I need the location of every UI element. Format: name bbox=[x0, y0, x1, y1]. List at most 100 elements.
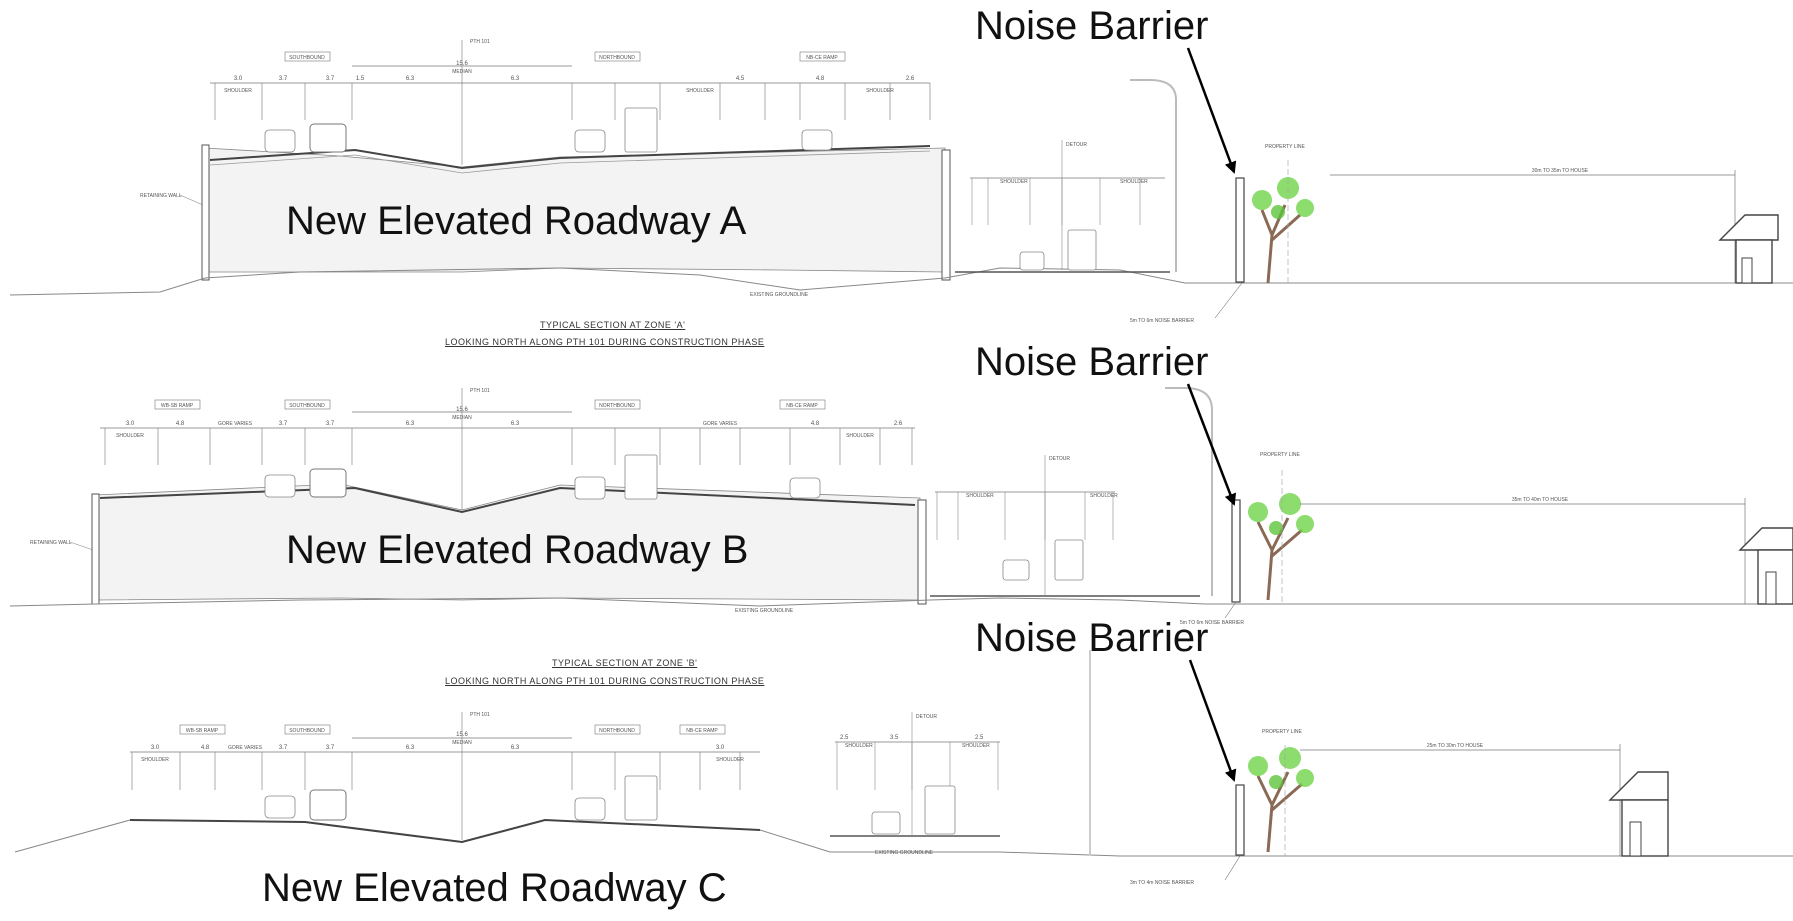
wb-sb-ramp-label-b: WB-SB RAMP bbox=[161, 403, 194, 409]
width-3-7-c: 3.7 bbox=[279, 745, 288, 751]
detour-shoulder-b: SHOULDER bbox=[966, 493, 994, 499]
noise-barrier-arrow-a bbox=[1186, 47, 1237, 174]
width-2-5-c: 2.5 bbox=[840, 735, 849, 741]
section-b-title: TYPICAL SECTION AT ZONE 'B' bbox=[552, 658, 698, 668]
car-icon bbox=[309, 789, 347, 821]
house-icon bbox=[1738, 527, 1793, 605]
retaining-wall-leader-a bbox=[179, 194, 204, 206]
northbound-box-c bbox=[594, 724, 641, 735]
lane-ticks-b bbox=[104, 428, 913, 465]
northbound-label-a: NORTHBOUND bbox=[599, 55, 635, 61]
roadway-label-b: New Elevated Roadway B bbox=[286, 528, 749, 572]
lane-ticks-a bbox=[214, 83, 931, 120]
car-icon bbox=[789, 477, 821, 499]
car-icon bbox=[801, 129, 833, 151]
shoulder-label-a2: SHOULDER bbox=[686, 88, 714, 94]
northbound-box-a bbox=[594, 51, 641, 62]
width-3-7b-a: 3.7 bbox=[326, 76, 335, 82]
retaining-wall-right-a bbox=[941, 149, 951, 281]
tree-icon bbox=[1248, 747, 1314, 853]
southbound-label-b: SOUTHBOUND bbox=[289, 403, 325, 409]
nb-ce-ramp-label-b: NB-CE RAMP bbox=[786, 403, 818, 409]
detour-label-a: DETOUR bbox=[1066, 142, 1087, 148]
detour-label-c: DETOUR bbox=[916, 714, 937, 720]
roadway-label-c: New Elevated Roadway C bbox=[262, 866, 727, 910]
groundline-b bbox=[9, 597, 1793, 607]
car-icon bbox=[1002, 559, 1030, 581]
groundline-c-right bbox=[830, 851, 1793, 857]
gore-label-b: GORE VARIES bbox=[218, 421, 253, 427]
noise-barrier-arrow-c bbox=[1188, 659, 1237, 782]
section-b-subtitle: LOOKING NORTH ALONG PTH 101 DURING CONST… bbox=[445, 676, 765, 686]
width-6-3-left-b: 6.3 bbox=[406, 421, 415, 427]
pth-label-b: PTH 101 bbox=[470, 388, 490, 394]
northbound-label-c: NORTHBOUND bbox=[599, 728, 635, 734]
section-a-title: TYPICAL SECTION AT ZONE 'A' bbox=[540, 320, 686, 330]
existing-groundline-label-a: EXISTING GROUNDLINE bbox=[750, 292, 809, 298]
median-label-b: MEDIAN bbox=[452, 415, 472, 421]
retaining-wall-leader-b bbox=[69, 541, 94, 551]
section-a: SOUTHBOUND NORTHBOUND NB-CE RAMP PTH 101… bbox=[9, 39, 1793, 324]
median-label-c: MEDIAN bbox=[452, 740, 472, 746]
gore-label-b2: GORE VARIES bbox=[703, 421, 738, 427]
car-icon bbox=[574, 797, 606, 821]
noise-barrier-arrow-b bbox=[1186, 383, 1237, 506]
shoulder-label-a: SHOULDER bbox=[224, 88, 252, 94]
total-width-label-c: 15.6 bbox=[456, 732, 468, 738]
width-4-8b-b: 4.8 bbox=[811, 421, 820, 427]
width-3-0-c: 3.0 bbox=[151, 745, 160, 751]
house-distance-b: 35m TO 40m TO HOUSE bbox=[1512, 497, 1569, 503]
barrier-note-c: 3m TO 4m NOISE BARRIER bbox=[1130, 880, 1194, 886]
width-3-5-c: 3.5 bbox=[890, 735, 899, 741]
width-6-3-left-a: 6.3 bbox=[406, 76, 415, 82]
noise-barrier-wall-c bbox=[1235, 784, 1245, 856]
truck-icon bbox=[624, 107, 658, 153]
truck-icon bbox=[1054, 539, 1084, 581]
width-6-3-right-b: 6.3 bbox=[511, 421, 520, 427]
width-3-0-a: 3.0 bbox=[234, 76, 243, 82]
barrier-note-leader-c bbox=[1224, 855, 1241, 881]
noise-barrier-callout-b: Noise Barrier bbox=[975, 340, 1209, 384]
nb-ce-ramp-label-c: NB-CE RAMP bbox=[686, 728, 718, 734]
shoulder-label-a3: SHOULDER bbox=[866, 88, 894, 94]
width-6-3-right-a: 6.3 bbox=[511, 76, 520, 82]
wb-sb-ramp-box-b bbox=[154, 399, 201, 410]
width-4-5-a: 4.5 bbox=[736, 76, 745, 82]
width-3-7-a: 3.7 bbox=[279, 76, 288, 82]
noise-barrier-callout-a: Noise Barrier bbox=[975, 4, 1209, 48]
car-icon bbox=[309, 123, 347, 153]
nb-ce-ramp-box-c bbox=[679, 724, 726, 735]
barrier-note-b: 5m TO 6m NOISE BARRIER bbox=[1180, 620, 1244, 626]
width-1-5-a: 1.5 bbox=[356, 76, 365, 82]
barrier-note-a: 5m TO 6m NOISE BARRIER bbox=[1130, 318, 1194, 324]
width-2-6-b: 2.6 bbox=[894, 421, 903, 427]
wb-sb-ramp-label-c: WB-SB RAMP bbox=[186, 728, 219, 734]
width-3-7-b: 3.7 bbox=[279, 421, 288, 427]
tree-icon bbox=[1248, 493, 1314, 601]
median-label-a: MEDIAN bbox=[452, 69, 472, 75]
car-icon bbox=[574, 129, 606, 153]
car-icon bbox=[264, 474, 296, 498]
existing-groundline-label-b: EXISTING GROUNDLINE bbox=[735, 608, 794, 614]
pth-label-a: PTH 101 bbox=[470, 39, 490, 45]
detour-shoulder-b2: SHOULDER bbox=[1090, 493, 1118, 499]
car-icon bbox=[1019, 251, 1045, 271]
detour-ticks-a bbox=[971, 178, 1141, 225]
retaining-wall-left-a bbox=[201, 144, 210, 281]
detour-shoulder-c: SHOULDER bbox=[845, 743, 873, 749]
barrier-note-leader-a bbox=[1214, 282, 1243, 319]
detour-shoulder-c2: SHOULDER bbox=[962, 743, 990, 749]
property-line-label-b: PROPERTY LINE bbox=[1260, 452, 1300, 458]
shoulder-label-b: SHOULDER bbox=[116, 433, 144, 439]
car-icon bbox=[264, 795, 296, 819]
house-icon bbox=[1608, 771, 1669, 857]
house-icon bbox=[1718, 214, 1779, 284]
deck-profile-c bbox=[129, 818, 761, 844]
total-width-label-a: 15.6 bbox=[456, 61, 468, 67]
light-pole-icon-b bbox=[1165, 387, 1213, 596]
width-2-6-a: 2.6 bbox=[906, 76, 915, 82]
wb-sb-ramp-box-c bbox=[179, 724, 226, 735]
southbound-label-a: SOUTHBOUND bbox=[289, 55, 325, 61]
